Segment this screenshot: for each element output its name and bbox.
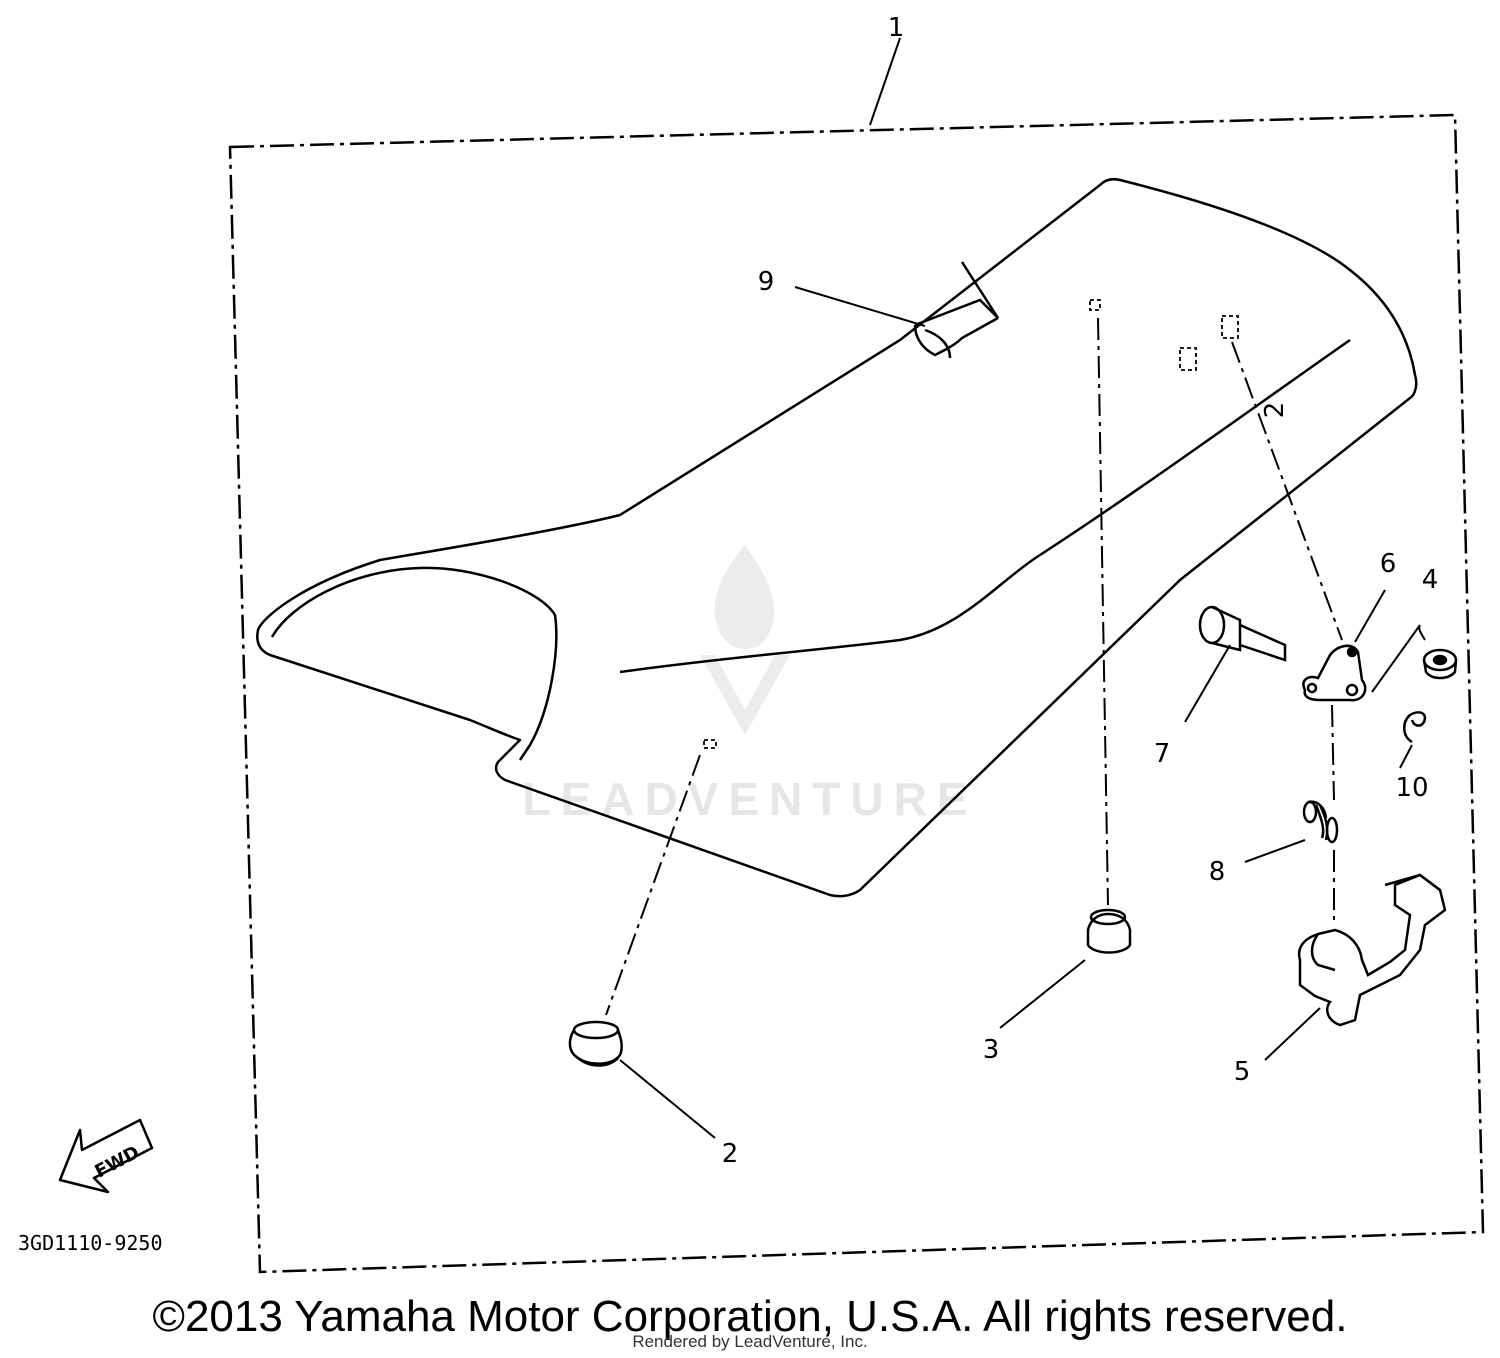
damper-left [568,1020,623,1067]
callout-8: 8 [1209,857,1226,887]
damper-right [1086,908,1132,954]
grommet [1422,648,1458,680]
seat-mount-holes [703,299,1239,749]
assembly-lines [605,317,1343,1016]
copyright-notice: ©2013 Yamaha Motor Corporation, U.S.A. A… [152,1292,1348,1341]
watermark-text: LEADVENTURE [522,773,977,825]
callout-4: 4 [1422,565,1439,595]
fwd-arrow-icon: FWD [58,1118,154,1194]
callout-1: 1 [888,13,905,43]
rendered-by-credit: Rendered by LeadVenture, Inc. [632,1332,868,1351]
callout-9: 9 [758,267,775,297]
reference-code: 3GD1110-9250 [18,1231,163,1255]
callout-10: 10 [1395,773,1428,803]
watermark-logo [700,545,790,735]
assembly-frame [228,113,1485,1274]
callout-2: 2 [722,1139,739,1169]
seat-clip [913,261,1000,359]
callout-7: 7 [1154,739,1171,769]
leader-lines [619,37,1426,1139]
callout-6: 6 [1380,549,1397,579]
retaining-clip [1403,711,1427,744]
spring [1302,800,1339,844]
lock-bracket [1302,644,1367,702]
callout-5: 5 [1234,1057,1251,1087]
lock-pin [1198,605,1287,662]
callout-3: 3 [983,1035,1000,1065]
seat [256,177,1418,898]
seat-lock-lever [1297,873,1447,1027]
callout-2-hidden: 2 [1260,402,1290,419]
